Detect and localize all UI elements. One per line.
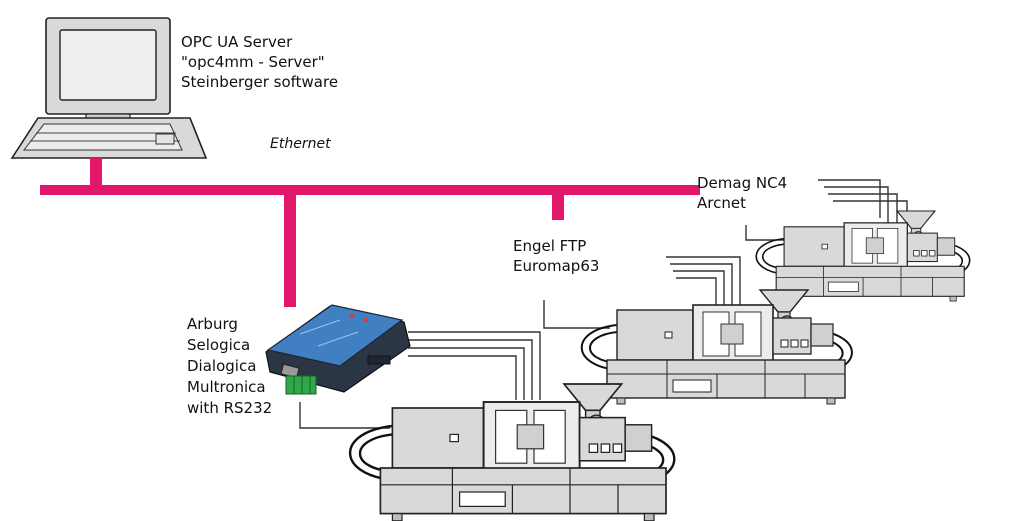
demag-label: Demag NC4 Arcnet [697,173,787,213]
arburg-label-line-1: Arburg [187,315,238,333]
arburg-label-line-2: Selogica [187,336,251,354]
engel-label-line-1: Engel FTP [513,237,587,255]
signal-lines [299,179,908,429]
rs232-converter-icon [265,304,411,395]
server-label: OPC UA Server "opc4mm - Server" Steinber… [181,32,338,92]
arburg-label-line-3: Dialogica [187,357,257,375]
arburg-label-line-5: with RS232 [187,399,273,417]
demag-label-line-2: Arcnet [697,194,746,212]
demag-machine-icon [755,210,971,302]
server-label-line-2: "opc4mm - Server" [181,53,325,71]
server-label-line-3: Steinberger software [181,73,339,91]
server-label-line-1: OPC UA Server [181,33,293,51]
ethernet-label: Ethernet [270,136,331,152]
server-computer-icon [10,17,208,159]
arburg-label: Arburg Selogica Dialogica Multronica wit… [187,314,272,419]
ethernet-bus [40,158,700,307]
engel-label-line-2: Euromap63 [513,257,600,275]
arburg-machine-icon [348,382,676,521]
arburg-label-line-4: Multronica [187,378,266,396]
engel-machine-icon [580,289,853,405]
demag-label-line-1: Demag NC4 [697,174,788,192]
engel-label: Engel FTP Euromap63 [513,236,599,276]
